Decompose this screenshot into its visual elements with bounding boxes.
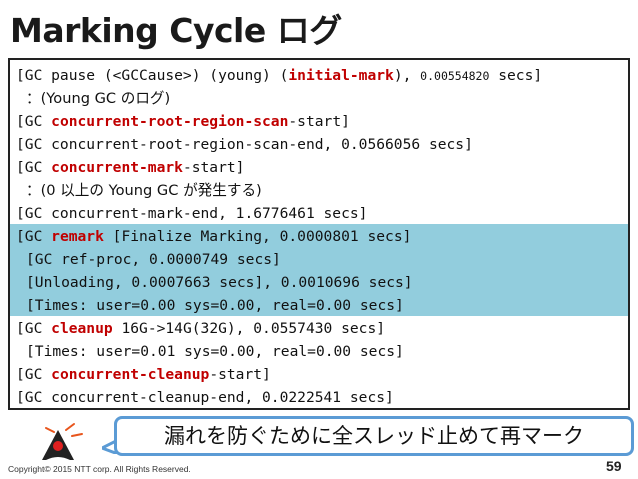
log-line: [GC ref-proc, 0.0000749 secs]	[10, 248, 628, 271]
log-text: ：(Young GC のログ)	[26, 90, 171, 107]
log-text: [GC	[16, 366, 52, 383]
callout-box: 漏れを防ぐために全スレッド止めて再マーク	[114, 416, 634, 456]
page-number: 59	[606, 458, 622, 474]
gc-phase-keyword: concurrent-root-region-scan	[51, 113, 289, 130]
log-line: [Times: user=0.00 sys=0.00, real=0.00 se…	[10, 294, 628, 317]
log-text: [Times: user=0.01 sys=0.00, real=0.00 se…	[26, 343, 404, 360]
log-line: [GC concurrent-root-region-scan-start]	[10, 110, 628, 133]
log-text: -start]	[288, 113, 350, 130]
log-text: ),	[393, 67, 421, 84]
log-text: [GC concurrent-mark-end, 1.6776461 secs]	[16, 205, 368, 222]
slide-title: Marking Cycle ログ	[10, 11, 342, 50]
log-line: [GC concurrent-cleanup-start]	[10, 363, 628, 386]
log-text: [GC	[16, 228, 52, 245]
gc-phase-keyword: initial-mark	[288, 67, 394, 84]
log-line: [Times: user=0.01 sys=0.00, real=0.00 se…	[10, 340, 628, 363]
gc-phase-keyword: remark	[51, 228, 104, 245]
log-text: secs]	[489, 67, 543, 84]
log-line: ：(0 以上の Young GC が発生する)	[10, 179, 628, 202]
copyright-notice: Copyright© 2015 NTT corp. All Rights Res…	[8, 464, 191, 474]
log-text: 16G->14G(32G), 0.0557430 secs]	[112, 320, 386, 337]
log-line: [GC pause (<GCCause>) (young) (initial-m…	[10, 64, 628, 87]
log-line: [GC concurrent-cleanup-end, 0.0222541 se…	[10, 386, 628, 408]
log-line: [GC concurrent-mark-start]	[10, 156, 628, 179]
log-text: ：(0 以上の Young GC が発生する)	[26, 182, 262, 199]
log-line: [GC cleanup 16G->14G(32G), 0.0557430 sec…	[10, 317, 628, 340]
gc-log-box: [GC pause (<GCCause>) (young) (initial-m…	[8, 58, 630, 410]
gc-log-lines: [GC pause (<GCCause>) (young) (initial-m…	[10, 64, 628, 408]
gc-phase-keyword: concurrent-cleanup	[51, 366, 210, 383]
log-text: [GC	[16, 320, 52, 337]
gc-phase-keyword: concurrent-mark	[51, 159, 183, 176]
log-line: [Unloading, 0.0007663 secs], 0.0010696 s…	[10, 271, 628, 294]
log-text: [Times: user=0.00 sys=0.00, real=0.00 se…	[26, 297, 404, 314]
log-text: 0.00554820	[420, 69, 490, 83]
log-text: [GC pause (<GCCause>) (young) (	[16, 67, 289, 84]
log-text: [Unloading, 0.0007663 secs], 0.0010696 s…	[26, 274, 413, 291]
log-line: ：(Young GC のログ)	[10, 87, 628, 110]
remark-highlight	[10, 224, 628, 316]
log-text: -start]	[182, 159, 245, 176]
gc-phase-keyword: cleanup	[51, 320, 113, 337]
log-line: [GC concurrent-root-region-scan-end, 0.0…	[10, 133, 628, 156]
log-text: [Finalize Marking, 0.0000801 secs]	[103, 228, 412, 245]
log-text: -start]	[209, 366, 271, 383]
callout-text: 漏れを防ぐために全スレッド止めて再マーク	[164, 424, 584, 448]
log-line: [GC remark [Finalize Marking, 0.0000801 …	[10, 225, 628, 248]
duke-mascot-icon	[42, 423, 83, 460]
log-text: [GC concurrent-cleanup-end, 0.0222541 se…	[16, 389, 394, 406]
log-text: [GC	[16, 159, 52, 176]
log-text: [GC ref-proc, 0.0000749 secs]	[26, 251, 281, 268]
log-text: [GC	[16, 113, 52, 130]
log-text: [GC concurrent-root-region-scan-end, 0.0…	[16, 136, 473, 153]
log-line: [GC concurrent-mark-end, 1.6776461 secs]	[10, 202, 628, 225]
